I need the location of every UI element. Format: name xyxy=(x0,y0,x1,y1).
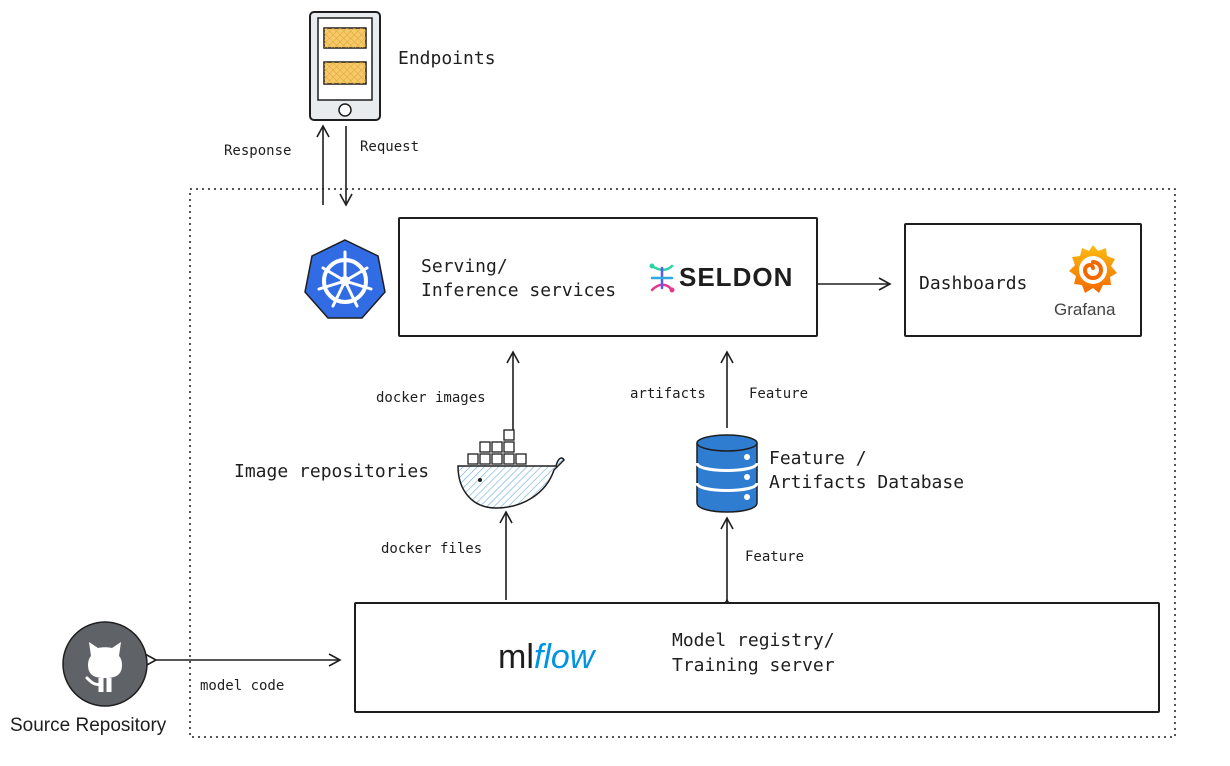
model-registry-label-line2: Training server xyxy=(672,655,835,676)
phone-device-icon xyxy=(308,10,382,123)
seldon-logo-icon xyxy=(648,262,676,294)
feature-db-label-line2: Artifacts Database xyxy=(769,472,965,493)
grafana-logo-text: Grafana xyxy=(1054,300,1116,319)
seldon-logo-text: SELDON xyxy=(679,262,794,292)
request-label: Request xyxy=(360,139,420,155)
source-repository-label: Source Repository xyxy=(10,715,167,736)
endpoints-label: Endpoints xyxy=(398,48,496,69)
database-cylinder-icon xyxy=(695,433,759,513)
mlflow-logo-ml: ml xyxy=(498,638,534,676)
docker-whale-icon xyxy=(452,428,566,512)
docker-images-label: docker images xyxy=(376,390,486,406)
cluster-boundary xyxy=(189,188,1176,738)
docker-files-label: docker files xyxy=(381,541,483,557)
feature-down-label: Feature xyxy=(745,549,805,565)
github-octocat-icon xyxy=(61,620,149,708)
image-repositories-label: Image repositories xyxy=(234,461,430,482)
serving-box xyxy=(398,217,818,337)
feature-db-label-line1: Feature / xyxy=(769,448,867,469)
model-code-label: model code xyxy=(200,678,285,694)
model-registry-box xyxy=(354,602,1160,713)
response-label: Response xyxy=(224,143,292,159)
serving-label-line2: Inference services xyxy=(421,280,617,301)
artifacts-label: artifacts xyxy=(630,386,706,402)
grafana-logo-icon xyxy=(1065,241,1121,299)
feature-up-label: Feature xyxy=(749,386,809,402)
mlflow-logo: mlflow xyxy=(498,638,594,682)
mlflow-logo-flow: flow xyxy=(533,638,595,676)
kubernetes-helm-icon xyxy=(303,238,387,320)
serving-label-line1: Serving/ xyxy=(421,256,508,277)
model-registry-label-line1: Model registry/ xyxy=(672,630,835,651)
dashboards-label: Dashboards xyxy=(919,273,1028,294)
